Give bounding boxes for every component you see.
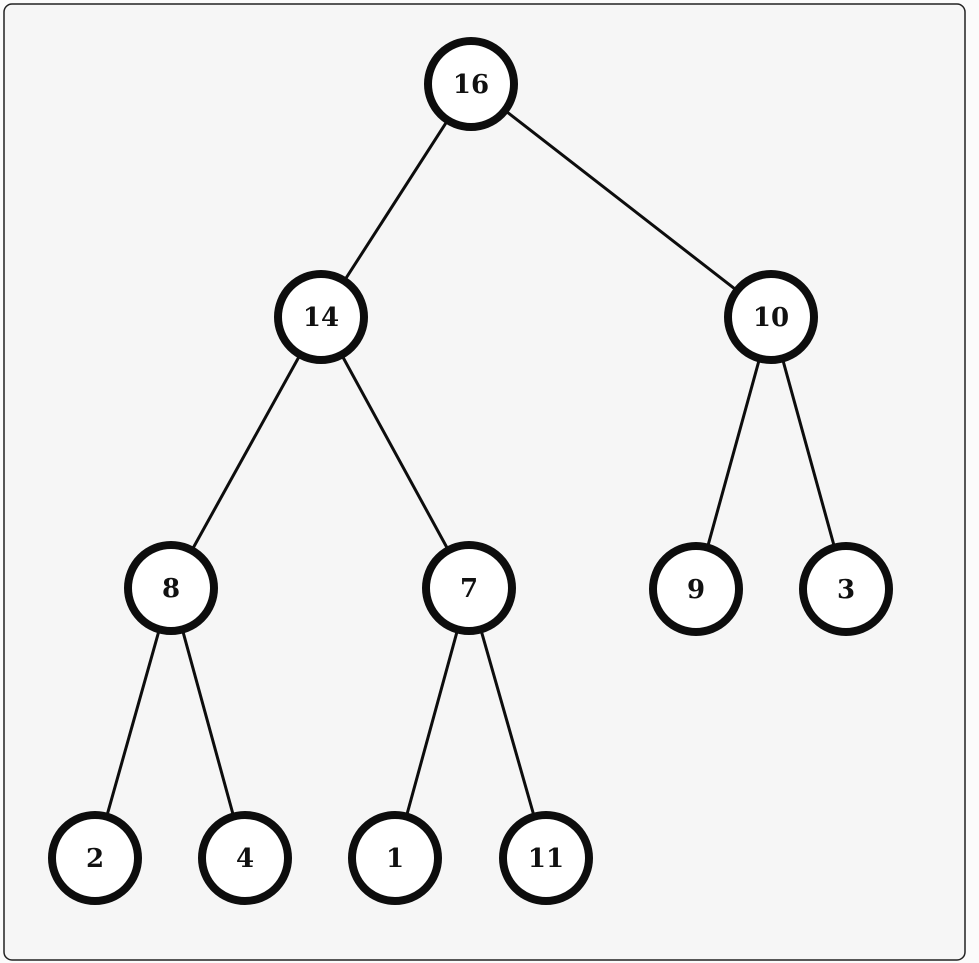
tree-node-14: 14 xyxy=(274,270,368,364)
tree-node-7: 7 xyxy=(422,541,516,635)
tree-node-10: 10 xyxy=(724,270,818,364)
tree-node-circle-3 xyxy=(799,542,893,636)
tree-node-label-10: 10 xyxy=(753,303,789,333)
tree-edge-10-3 xyxy=(769,316,848,590)
tree-node-circle-2 xyxy=(48,811,142,905)
tree-node-circle-4 xyxy=(198,811,292,905)
tree-node-label-16: 16 xyxy=(453,70,489,100)
tree-node-2: 2 xyxy=(48,811,142,905)
tree-node-label-1: 1 xyxy=(386,844,404,874)
tree-node-label-14: 14 xyxy=(303,303,339,333)
tree-node-label-3: 3 xyxy=(837,575,855,605)
tree-node-label-4: 4 xyxy=(236,844,254,874)
tree-edge-14-7 xyxy=(319,316,471,589)
tree-node-circle-7 xyxy=(422,541,516,635)
tree-node-circle-8 xyxy=(124,541,218,635)
tree-node-4: 4 xyxy=(198,811,292,905)
tree-node-label-9: 9 xyxy=(687,575,705,605)
tree-edge-16-10 xyxy=(470,82,772,319)
tree-node-label-11: 11 xyxy=(528,844,564,874)
tree-edge-10-9 xyxy=(694,316,773,590)
tree-node-label-8: 8 xyxy=(162,574,180,604)
tree-node-9: 9 xyxy=(649,542,743,636)
tree-node-label-7: 7 xyxy=(460,574,478,604)
tree-node-circle-14 xyxy=(274,270,368,364)
tree-node-circle-1 xyxy=(348,811,442,905)
tree-node-circle-11 xyxy=(499,811,593,905)
tree-node-1: 1 xyxy=(348,811,442,905)
tree-node-16: 16 xyxy=(424,37,518,131)
tree-node-11: 11 xyxy=(499,811,593,905)
canvas-frame xyxy=(3,3,966,961)
tree-node-label-2: 2 xyxy=(86,844,104,874)
tree-node-circle-9 xyxy=(649,542,743,636)
tree-node-circle-10 xyxy=(724,270,818,364)
tree-edge-14-8 xyxy=(169,316,323,589)
tree-node-circle-16 xyxy=(424,37,518,131)
tree-node-3: 3 xyxy=(799,542,893,636)
tree-node-8: 8 xyxy=(124,541,218,635)
